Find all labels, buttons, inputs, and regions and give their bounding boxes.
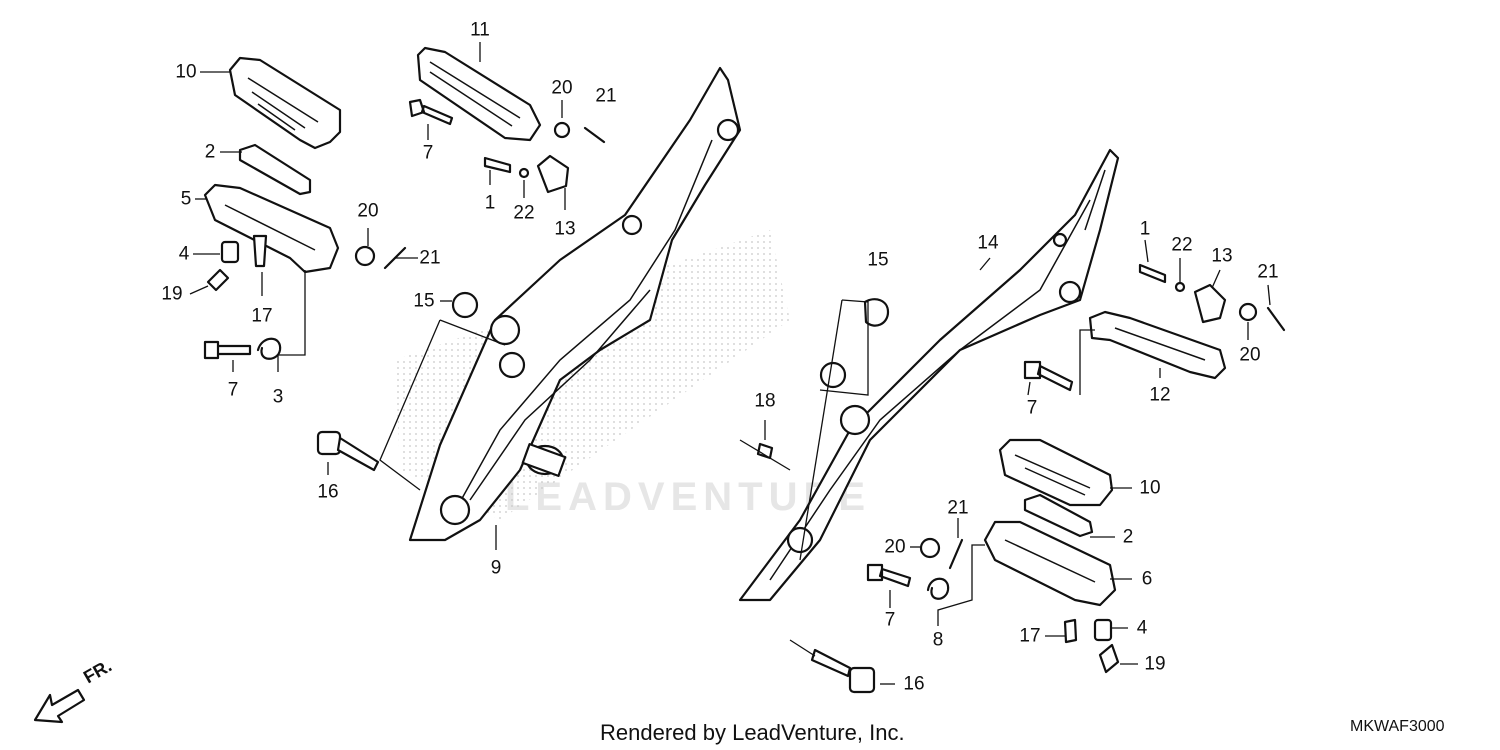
- callout-8: 8: [932, 629, 944, 651]
- detent-13-left: [536, 154, 570, 194]
- pin-7-left-lower: [203, 340, 252, 360]
- callout-10: 10: [1139, 477, 1161, 499]
- washer-20-left-lower: [354, 245, 376, 267]
- bolt-19-right: [1098, 643, 1120, 674]
- footpeg-rubber-left: [228, 56, 342, 150]
- callout-16: 16: [903, 673, 925, 695]
- callout-7: 7: [227, 379, 239, 401]
- spring-left: [256, 337, 282, 360]
- callout-2: 2: [1122, 526, 1134, 548]
- spring-1-right: [1138, 263, 1167, 284]
- washer-20-left-upper: [553, 121, 571, 139]
- callout-14: 14: [977, 232, 999, 254]
- cotter-21-right-lower: [948, 538, 964, 570]
- callout-4: 4: [1136, 617, 1148, 639]
- callout-1: 1: [484, 192, 496, 214]
- callout-21: 21: [595, 85, 617, 107]
- callout-9: 9: [490, 557, 502, 579]
- render-credit: Rendered by LeadVenture, Inc.: [600, 720, 905, 745]
- bolt-16-left: [316, 430, 380, 472]
- callout-17: 17: [251, 305, 273, 327]
- callout-3: 3: [272, 386, 284, 408]
- bolt-17-left: [252, 234, 268, 268]
- plate-right: [1023, 493, 1094, 538]
- callout-20: 20: [1239, 344, 1261, 366]
- callout-19: 19: [1144, 653, 1166, 675]
- washer-20-right-lower: [919, 537, 941, 559]
- callout-6: 6: [1141, 568, 1153, 590]
- callout-11: 11: [470, 19, 490, 41]
- callout-15: 15: [413, 290, 435, 312]
- right-step-bracket: [738, 148, 1120, 602]
- spring-8: [926, 577, 950, 600]
- callout-12: 12: [1149, 384, 1171, 406]
- callout-19: 19: [161, 283, 183, 305]
- plate-left: [238, 143, 312, 196]
- footpeg-rider-left: [416, 46, 542, 142]
- leader-lines: [189, 42, 1271, 685]
- pin-7-right-upper: [1023, 360, 1074, 392]
- callout-13: 13: [554, 218, 576, 240]
- plug-18: [756, 442, 774, 460]
- callout-5: 5: [180, 188, 192, 210]
- callout-16: 16: [317, 481, 339, 503]
- pin-7-left-upper: [408, 98, 454, 126]
- callout-4: 4: [178, 243, 190, 265]
- spring-1-left: [483, 156, 512, 174]
- collar-right: [1093, 618, 1113, 642]
- callout-15: 15: [867, 249, 889, 271]
- washer-20-right-upper: [1238, 302, 1258, 322]
- footpeg-right: [983, 520, 1117, 607]
- callout-2: 2: [204, 141, 216, 163]
- callout-17: 17: [1019, 625, 1041, 647]
- callout-22: 22: [1171, 234, 1193, 256]
- cap-15-left: [451, 291, 479, 319]
- footpeg-rider-right: [1088, 310, 1227, 380]
- cotter-21-right-upper: [1266, 306, 1286, 332]
- callout-7: 7: [422, 142, 434, 164]
- footpeg-rubber-right: [998, 438, 1114, 507]
- cap-15-right: [863, 298, 890, 327]
- detent-13-right: [1193, 283, 1227, 324]
- footpeg-left: [203, 183, 340, 274]
- callout-7: 7: [884, 609, 896, 631]
- left-step-bracket: [408, 66, 742, 542]
- collar-left: [220, 240, 240, 264]
- callout-13: 13: [1211, 245, 1233, 267]
- ball-22-right: [1174, 281, 1186, 293]
- pin-7-right-lower: [866, 563, 912, 588]
- callout-21: 21: [947, 497, 969, 519]
- callout-20: 20: [551, 77, 573, 99]
- bolt-16-right: [810, 648, 876, 694]
- callout-20: 20: [357, 200, 379, 222]
- callout-22: 22: [513, 202, 535, 224]
- front-arrow-icon: [33, 688, 86, 724]
- bolt-19-left: [206, 268, 230, 292]
- callout-20: 20: [884, 536, 906, 558]
- callout-21: 21: [1257, 261, 1279, 283]
- callout-1: 1: [1139, 218, 1151, 240]
- callout-7: 7: [1026, 397, 1038, 419]
- diagram-code: MKWAF3000: [1350, 718, 1445, 735]
- bolt-17-right: [1063, 618, 1078, 644]
- callout-18: 18: [754, 390, 776, 412]
- callout-21: 21: [419, 247, 441, 269]
- ball-22-left: [518, 167, 530, 179]
- cotter-21-left-upper: [583, 126, 606, 144]
- callout-10: 10: [175, 61, 197, 83]
